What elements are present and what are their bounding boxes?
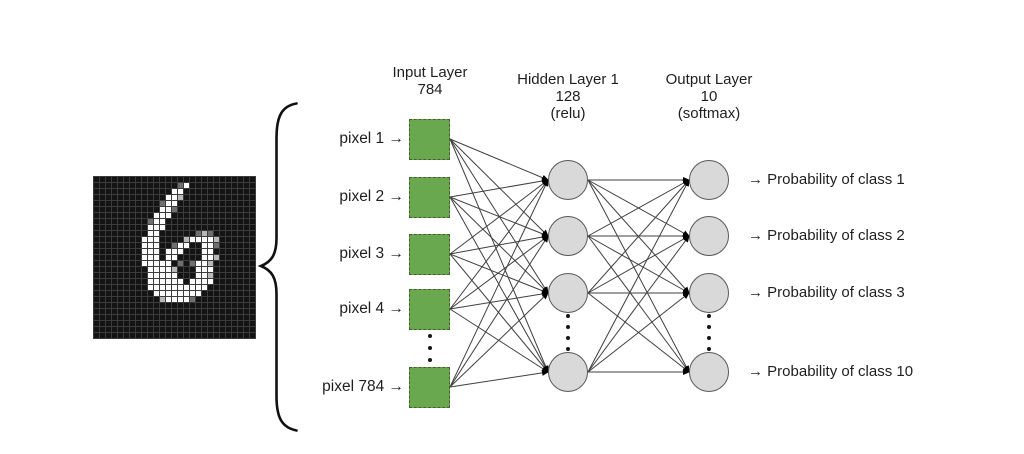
input-layer-count: 784 bbox=[417, 81, 443, 98]
hidden-layer-header: Hidden Layer 1 128 (relu) bbox=[483, 71, 653, 122]
input-layer-title: Input Layer bbox=[392, 64, 468, 81]
hidden-node-circle-1 bbox=[548, 160, 588, 200]
hidden-node-circle-3 bbox=[548, 273, 588, 313]
probability-label-1: → Probability of class 1 bbox=[748, 171, 905, 188]
input-node-square-784 bbox=[409, 367, 450, 408]
curly-brace bbox=[257, 102, 298, 432]
hidden-node-circle-2 bbox=[548, 216, 588, 256]
pixel-label-784: pixel 784 → bbox=[322, 378, 404, 395]
probability-label-3: → Probability of class 3 bbox=[748, 284, 905, 301]
hidden-vertical-ellipsis bbox=[566, 314, 570, 351]
probability-label-10: → Probability of class 10 bbox=[748, 363, 914, 380]
pixel-label-2: pixel 2 → bbox=[339, 188, 404, 205]
output-layer-title: Output Layer bbox=[665, 71, 753, 88]
output-node-circle-1 bbox=[689, 160, 729, 200]
hidden-layer-activation: (relu) bbox=[550, 105, 586, 122]
output-vertical-ellipsis bbox=[707, 314, 711, 351]
input-node-square-2 bbox=[409, 177, 450, 218]
input-node-square-3 bbox=[409, 234, 450, 275]
hidden-layer-count: 128 bbox=[555, 88, 581, 105]
input-layer-header: Input Layer 784 bbox=[345, 64, 515, 98]
pixel-label-1: pixel 1 → bbox=[339, 130, 404, 147]
output-node-circle-4 bbox=[689, 352, 729, 392]
pixel-label-4: pixel 4 → bbox=[339, 300, 404, 317]
hidden-layer-title: Hidden Layer 1 bbox=[517, 71, 619, 88]
mnist-digit-image bbox=[93, 176, 256, 339]
output-node-circle-3 bbox=[689, 273, 729, 313]
input-node-square-4 bbox=[409, 289, 450, 330]
output-layer-activation: (softmax) bbox=[677, 105, 741, 122]
output-layer-count: 10 bbox=[700, 88, 718, 105]
pixel-label-3: pixel 3 → bbox=[339, 245, 404, 262]
output-layer-header: Output Layer 10 (softmax) bbox=[624, 71, 794, 122]
input-node-square-1 bbox=[409, 119, 450, 160]
output-node-circle-2 bbox=[689, 216, 729, 256]
probability-label-2: → Probability of class 2 bbox=[748, 227, 905, 244]
input-vertical-ellipsis bbox=[428, 334, 432, 362]
hidden-node-circle-4 bbox=[548, 352, 588, 392]
